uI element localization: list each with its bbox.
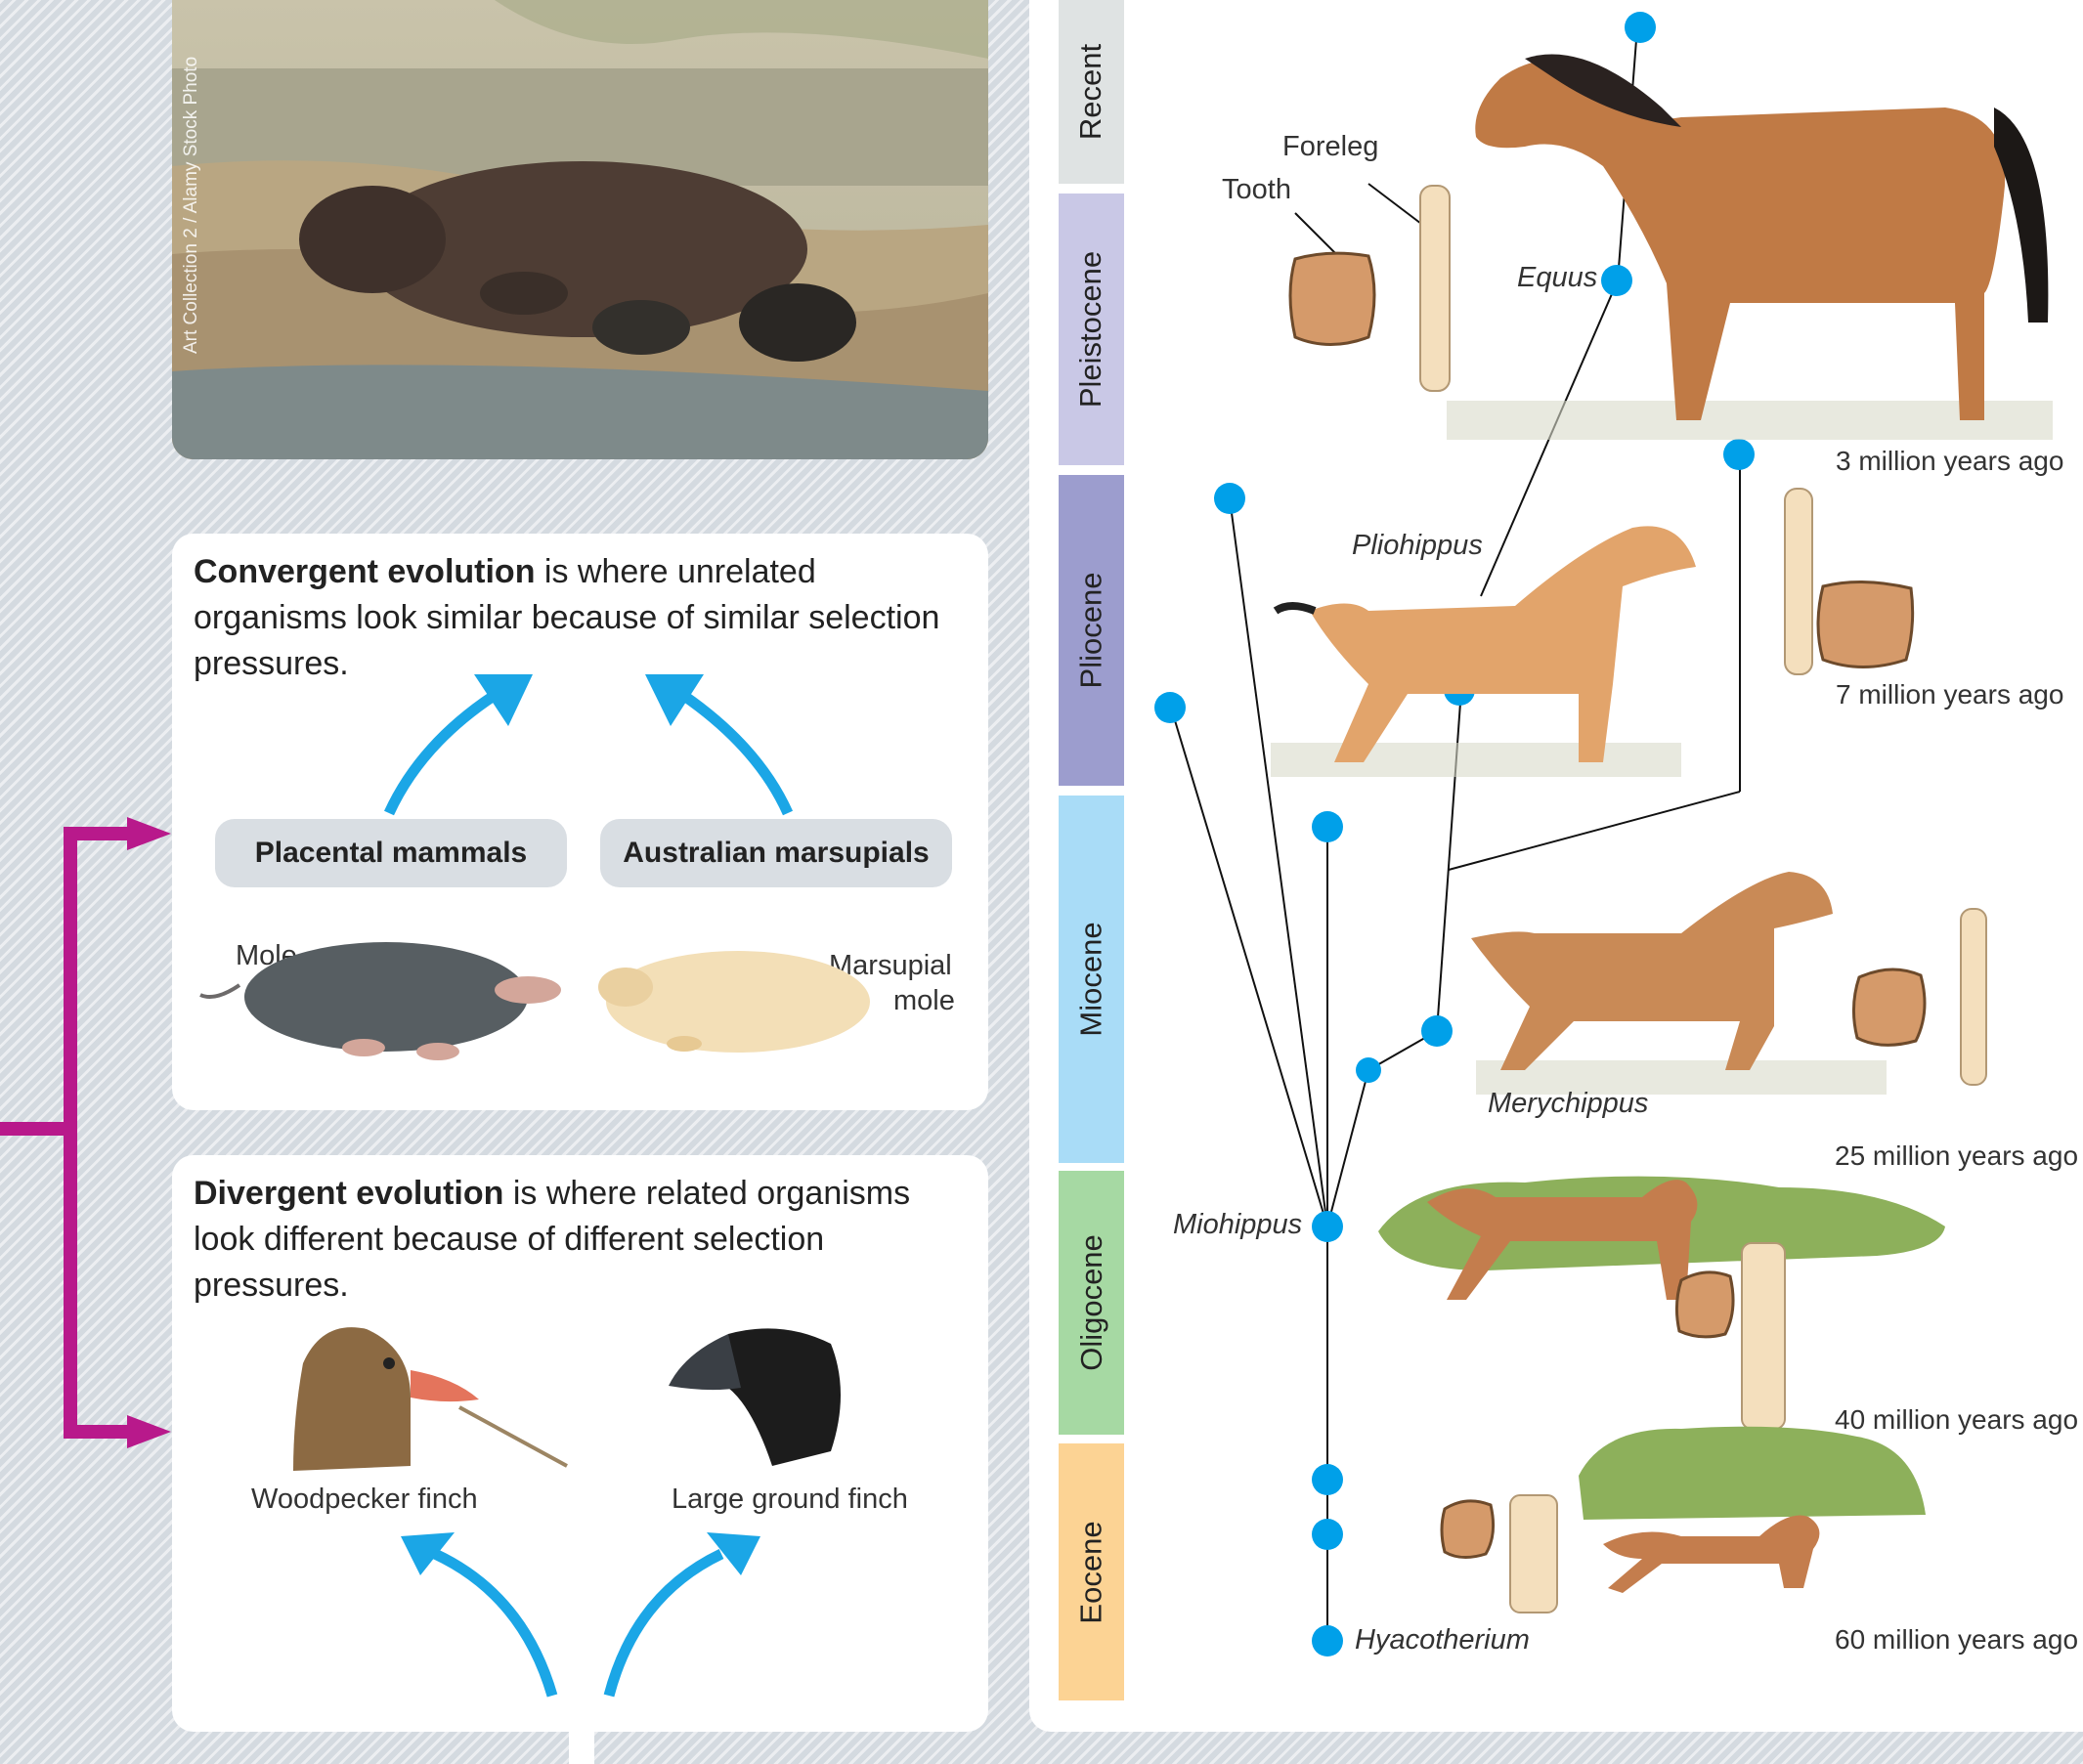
- platypus-illustration: [172, 0, 988, 459]
- species-equus: Equus: [1517, 262, 1598, 293]
- age-7-mya: 7 million years ago: [1836, 679, 2064, 710]
- convergent-arrow-left: [383, 674, 533, 816]
- age-25-mya: 25 million years ago: [1835, 1140, 2079, 1171]
- species-miohippus: Miohippus: [1173, 1209, 1303, 1240]
- species-merychippus: Merychippus: [1488, 1088, 1649, 1119]
- hyacotherium-scene-illustration: [1440, 1426, 1926, 1613]
- divergent-description: Divergent evolution is where related org…: [194, 1171, 966, 1309]
- woodpecker-finch-illustration: [293, 1327, 568, 1471]
- convergent-arrow-right: [645, 674, 794, 816]
- era-pliocene: Pliocene: [1059, 475, 1124, 786]
- divergent-stem: [569, 1725, 594, 1764]
- divergent-term: Divergent evolution: [194, 1175, 504, 1212]
- divergent-evolution-panel: Divergent evolution is where related org…: [172, 1155, 988, 1732]
- phylogeny-nodes: [1154, 12, 1755, 1656]
- era-pleistocene: Pleistocene: [1059, 194, 1124, 465]
- species-hyacotherium: Hyacotherium: [1355, 1624, 1530, 1656]
- large-ground-finch-illustration: [669, 1328, 841, 1466]
- equus-horse-illustration: [1447, 54, 2053, 440]
- tooth-label: Tooth: [1222, 174, 1291, 205]
- divergent-text: is where related organisms look differen…: [194, 1175, 911, 1304]
- convergent-term: Convergent evolution: [194, 553, 536, 590]
- platypus-photo-card: Art Collection 2 / Alamy Stock Photo: [172, 0, 988, 459]
- phylogeny-lines: [1170, 26, 1741, 1647]
- era-eocene: Eocene: [1059, 1443, 1124, 1700]
- convergent-text: is where unrelated organisms look simila…: [194, 553, 940, 682]
- divergent-arrow-right: [603, 1532, 760, 1698]
- merychippus-tooth-leg: [1852, 908, 1987, 1086]
- divergent-arrow-left: [401, 1532, 558, 1698]
- species-pliohippus: Pliohippus: [1352, 530, 1483, 561]
- era-oligocene: Oligocene: [1059, 1171, 1124, 1435]
- foreleg-label: Foreleg: [1282, 131, 1379, 162]
- bracket-arrowhead-top: [127, 817, 171, 850]
- pliohippus-tooth-leg: [1784, 488, 1915, 675]
- convergent-description: Convergent evolution is where unrelated …: [194, 549, 966, 687]
- marsupial-mole-label-line2: mole: [893, 985, 955, 1016]
- age-3-mya: 3 million years ago: [1836, 446, 2064, 476]
- miohippus-scene-illustration: [1378, 1176, 1945, 1430]
- woodpecker-finch-label: Woodpecker finch: [251, 1484, 478, 1515]
- merychippus-horse-illustration: [1471, 872, 1887, 1095]
- age-60-mya: 60 million years ago: [1835, 1624, 2079, 1655]
- large-ground-finch-label: Large ground finch: [672, 1484, 908, 1515]
- era-recent: Recent: [1059, 0, 1124, 184]
- pliohippus-horse-illustration: [1271, 526, 1696, 777]
- bracket-arrowhead-bottom: [127, 1415, 171, 1448]
- era-miocene: Miocene: [1059, 796, 1124, 1163]
- age-40-mya: 40 million years ago: [1835, 1404, 2079, 1435]
- mole-illustration: [199, 942, 561, 1060]
- placental-mammals-label: Placental mammals: [215, 819, 567, 887]
- convergent-evolution-panel: Convergent evolution is where unrelated …: [172, 534, 988, 1110]
- marsupial-mole-illustration: [598, 951, 870, 1053]
- australian-marsupials-label: Australian marsupials: [600, 819, 952, 887]
- equus-tooth-foreleg: [1288, 185, 1451, 392]
